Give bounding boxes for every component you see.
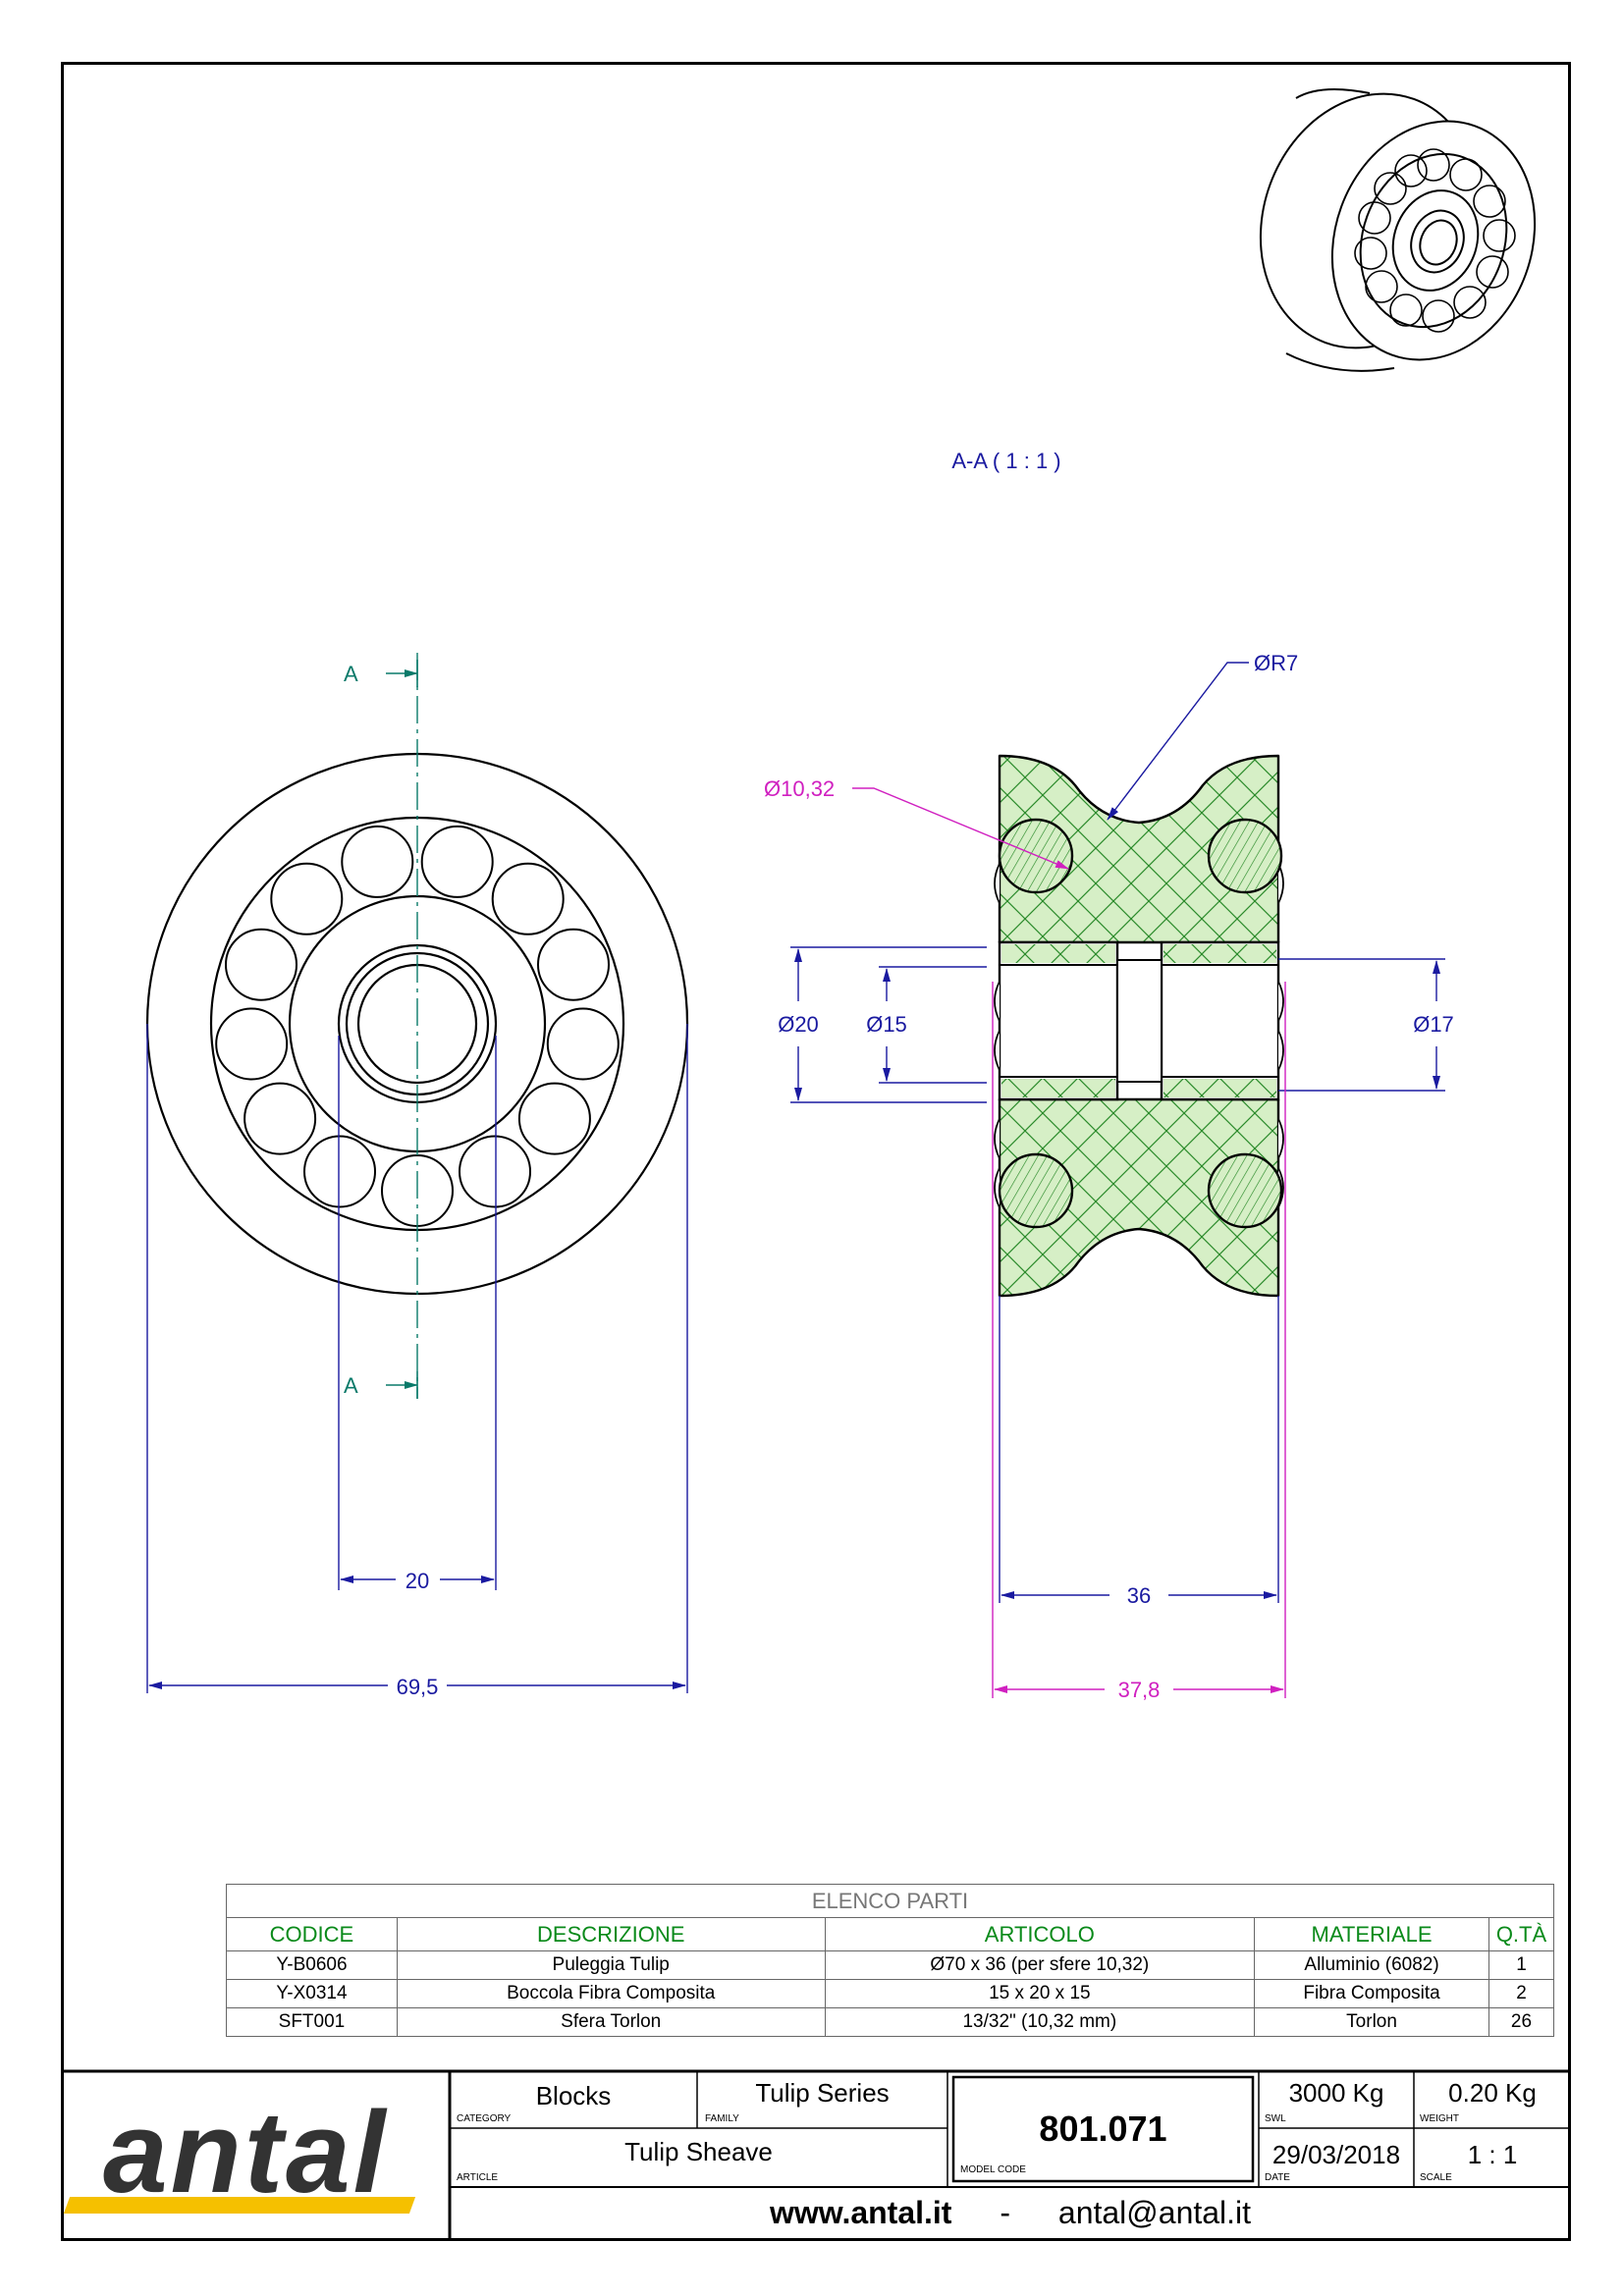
isometric-view (1259, 88, 1537, 372)
section-arrows (386, 660, 418, 1399)
cell-code: Y-X0314 (226, 1979, 398, 2008)
section-mark-top: A (344, 662, 358, 686)
ball (270, 862, 344, 935)
logo-underline (63, 2197, 416, 2214)
ball (491, 862, 565, 935)
ball (459, 1135, 531, 1208)
cell-material: Torlon (1254, 2007, 1489, 2037)
dim-bore-inner: Ø15 (866, 1012, 907, 1037)
swl-value: 3000 Kg (1288, 2078, 1384, 2108)
cell-description: Puleggia Tulip (396, 1950, 826, 1980)
email-link[interactable]: antal@antal.it (1057, 2195, 1252, 2230)
header-articolo: ARTICOLO (824, 1917, 1256, 1951)
cell-quantity: 1 (1488, 1950, 1555, 1980)
date-value: 29/03/2018 (1271, 2140, 1401, 2169)
weight-value: 0.20 Kg (1448, 2078, 1537, 2108)
drawing-frame (61, 62, 1571, 2241)
header-materiale: MATERIALE (1254, 1917, 1489, 1951)
weight-label: WEIGHT (1420, 2113, 1459, 2124)
front-view-dimensions (146, 1024, 688, 1693)
dim-hub-width: 20 (406, 1569, 429, 1593)
cell-quantity: 2 (1488, 1979, 1555, 2008)
website-link[interactable]: www.antal.it (769, 2195, 952, 2230)
parts-list-title: ELENCO PARTI (226, 1884, 1554, 1918)
cell-code: SFT001 (226, 2007, 398, 2037)
model-code-value: 801.071 (1039, 2109, 1167, 2149)
dim-bore-outer: Ø20 (778, 1012, 819, 1037)
cell-description: Boccola Fibra Composita (396, 1979, 826, 2008)
table-row: Y-B0606 Puleggia Tulip Ø70 x 36 (per sfe… (226, 1950, 1555, 1980)
cell-article: 15 x 20 x 15 (824, 1979, 1256, 2008)
cell-article: 13/32" (10,32 mm) (824, 2007, 1256, 2037)
front-view (145, 653, 689, 1399)
category-label: CATEGORY (457, 2113, 512, 2124)
dim-groove-radius: ØR7 (1254, 651, 1298, 675)
ball (517, 1082, 591, 1155)
dim-outer-diameter: 69,5 (397, 1675, 439, 1699)
ball (243, 1082, 317, 1155)
header-quantita: Q.TÀ (1488, 1917, 1555, 1951)
parts-list-table: ELENCO PARTI CODICE DESCRIZIONE ARTICOLO… (226, 1884, 1555, 2037)
family-value: Tulip Series (755, 2078, 890, 2108)
article-label: ARTICLE (457, 2172, 499, 2183)
antal-logo: antal (103, 2088, 389, 2217)
cell-material: Fibra Composita (1254, 1979, 1489, 2008)
ball (546, 1007, 620, 1081)
ball (341, 825, 414, 898)
ball (537, 928, 610, 1001)
date-label: DATE (1265, 2172, 1290, 2183)
title-block-lines (61, 2069, 1571, 2241)
dim-bushing-outer: Ø17 (1413, 1012, 1454, 1037)
ball (215, 1007, 289, 1081)
ball (420, 825, 494, 898)
header-codice: CODICE (226, 1917, 398, 1951)
cell-description: Sfera Torlon (396, 2007, 826, 2037)
contact-separator: - (1000, 2195, 1010, 2230)
ball (225, 928, 298, 1001)
table-row: SFT001 Sfera Torlon 13/32" (10,32 mm) To… (226, 2007, 1555, 2037)
section-mark-bottom: A (344, 1373, 358, 1398)
scale-label: SCALE (1420, 2172, 1452, 2183)
swl-label: SWL (1265, 2113, 1286, 2124)
category-value: Blocks (535, 2081, 612, 2110)
section-dimensions (790, 662, 1445, 1698)
family-label: FAMILY (705, 2113, 739, 2124)
article-value: Tulip Sheave (624, 2137, 773, 2166)
dim-overall-width: 37,8 (1118, 1678, 1161, 1702)
dim-sheave-width: 36 (1127, 1583, 1151, 1608)
cell-article: Ø70 x 36 (per sfere 10,32) (824, 1950, 1256, 1980)
dim-ball-diameter: Ø10,32 (764, 776, 835, 801)
section-title: A-A ( 1 : 1 ) (951, 449, 1060, 473)
header-descrizione: DESCRIZIONE (396, 1917, 826, 1951)
table-row: Y-X0314 Boccola Fibra Composita 15 x 20 … (226, 1979, 1555, 2008)
model-code-label: MODEL CODE (960, 2164, 1026, 2175)
cell-material: Alluminio (6082) (1254, 1950, 1489, 1980)
scale-value: 1 : 1 (1467, 2140, 1518, 2169)
contact-line: www.antal.it - antal@antal.it (450, 2195, 1571, 2231)
ball (303, 1135, 376, 1208)
cell-quantity: 26 (1488, 2007, 1555, 2037)
section-view (994, 754, 1284, 1298)
cell-code: Y-B0606 (226, 1950, 398, 1980)
